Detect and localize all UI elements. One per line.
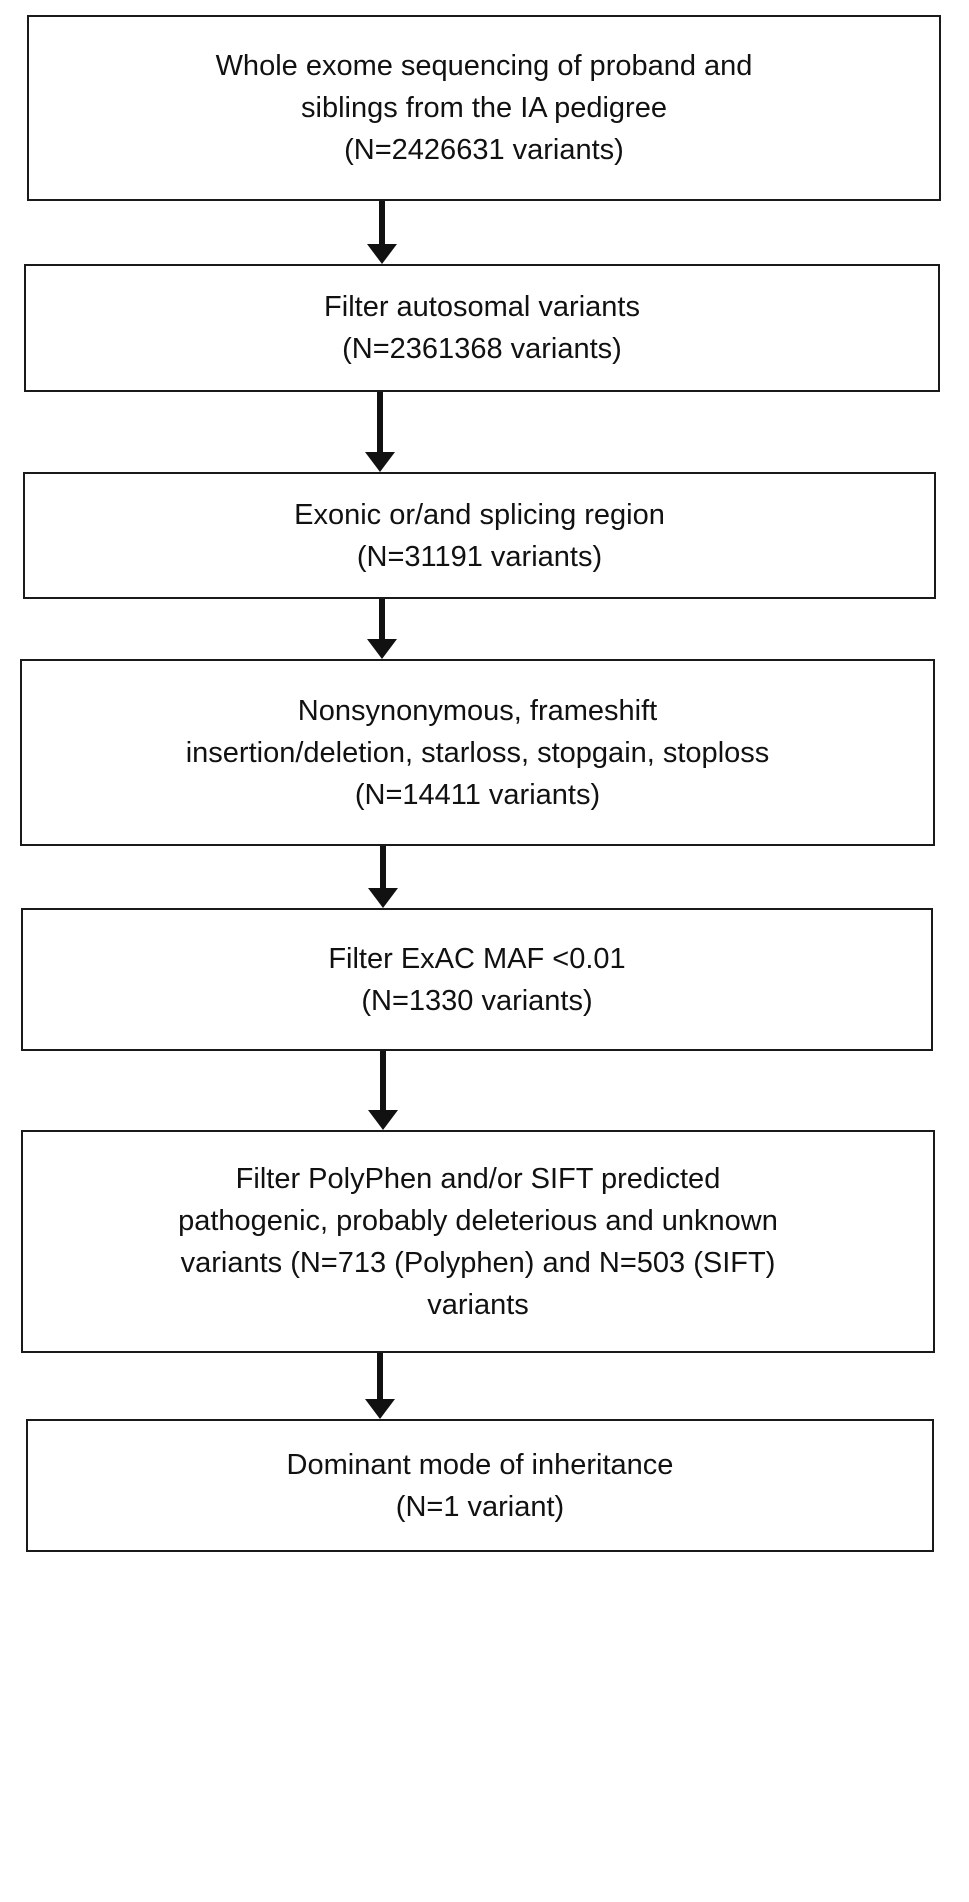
step-5-filter-exac-maf: Filter ExAC MAF <0.01 (N=1330 variants): [21, 908, 933, 1051]
step-2-filter-autosomal: Filter autosomal variants (N=2361368 var…: [24, 264, 940, 392]
step-6-filter-polyphen-sift: Filter PolyPhen and/or SIFT predicted pa…: [21, 1130, 935, 1353]
arrow-down-icon: [365, 1353, 395, 1419]
arrow-down-icon: [367, 201, 397, 264]
step-5-line-2: (N=1330 variants): [361, 984, 593, 1017]
step-1-line-2: siblings from the IA pedigree: [301, 92, 667, 124]
step-2-line-1: Filter autosomal variants: [324, 291, 640, 323]
step-1-line-3: (N=2426631 variants): [344, 134, 624, 166]
step-7-line-1: Dominant mode of inheritance: [286, 1448, 674, 1481]
step-3-exonic-splicing: Exonic or/and splicing region (N=31191 v…: [23, 472, 936, 599]
arrow-down-icon: [368, 1051, 398, 1130]
step-6-line-3: variants (N=713 (Polyphen) and N=503 (SI…: [180, 1246, 776, 1279]
step-7-dominant-inheritance: Dominant mode of inheritance (N=1 varian…: [26, 1419, 934, 1552]
step-6-line-4: variants: [427, 1288, 529, 1321]
step-4-line-3: (N=14411 variants): [354, 778, 601, 811]
step-1-line-1: Whole exome sequencing of proband and: [215, 50, 753, 82]
step-3-line-2: (N=31191 variants): [356, 540, 603, 573]
step-4-nonsynonymous: Nonsynonymous, frameshift insertion/dele…: [20, 659, 935, 846]
step-5-line-1: Filter ExAC MAF <0.01: [328, 942, 626, 975]
step-1-whole-exome-sequencing: Whole exome sequencing of proband and si…: [27, 15, 941, 201]
step-4-line-1: Nonsynonymous, frameshift: [297, 694, 658, 727]
step-3-line-1: Exonic or/and splicing region: [294, 498, 665, 531]
arrow-down-icon: [368, 846, 398, 908]
step-2-line-2: (N=2361368 variants): [342, 333, 622, 365]
step-4-line-2: insertion/deletion, starloss, stopgain, …: [185, 736, 770, 769]
arrow-down-icon: [367, 599, 397, 659]
step-6-line-1: Filter PolyPhen and/or SIFT predicted: [235, 1162, 721, 1195]
arrow-down-icon: [365, 392, 395, 472]
step-7-line-2: (N=1 variant): [395, 1490, 565, 1523]
step-6-line-2: pathogenic, probably deleterious and unk…: [178, 1204, 778, 1237]
